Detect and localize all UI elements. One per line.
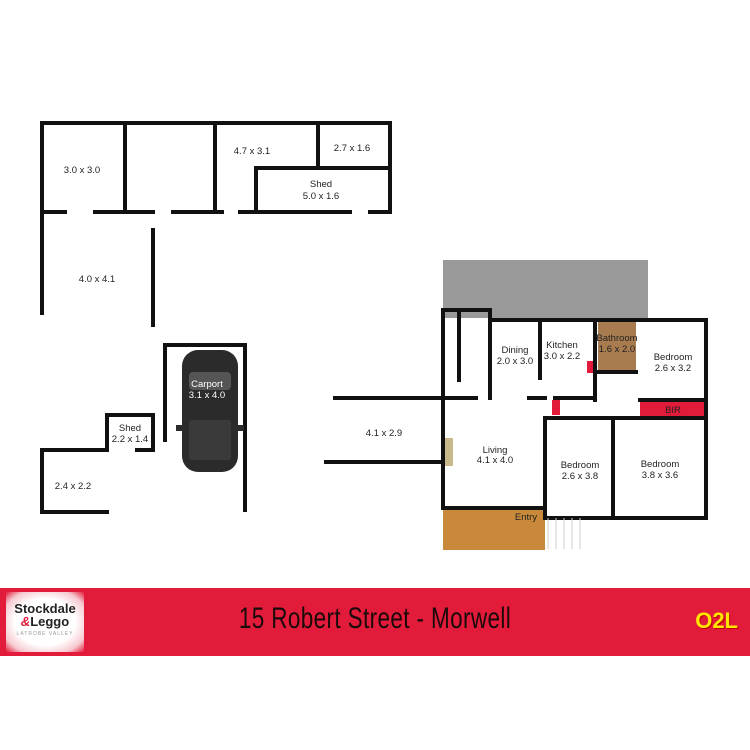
room-label: Entry — [515, 512, 537, 523]
house-walls — [441, 308, 708, 520]
room-label: BIR — [665, 405, 681, 416]
room-label: 3.1 x 4.0 — [189, 390, 225, 401]
room-label: 5.0 x 1.6 — [303, 191, 339, 202]
logo-subtext: LATROBE VALLEY — [16, 631, 74, 637]
room-label: Bedroom — [654, 352, 693, 363]
cupboard — [587, 361, 595, 373]
room-label: 3.8 x 3.6 — [642, 470, 678, 481]
logo-text: &Leggo — [20, 614, 70, 629]
room-label: 2.2 x 1.4 — [112, 434, 148, 445]
room-label: 4.1 x 2.9 — [366, 428, 402, 439]
room-label: Living — [483, 445, 508, 456]
stairs — [547, 518, 581, 549]
room-label: Bathroom — [596, 333, 637, 344]
deck — [443, 508, 545, 550]
bathroom-floor — [598, 322, 636, 372]
room-label: 1.6 x 2.0 — [599, 344, 635, 355]
room-label: Bedroom — [641, 459, 680, 470]
floor-plan: 3.0 x 3.0 4.7 x 3.1 2.7 x 1.6 Shed 5.0 x… — [40, 121, 708, 550]
room-label: 4.1 x 4.0 — [477, 455, 513, 466]
room-label: 2.6 x 3.2 — [655, 363, 691, 374]
bir-cupboard — [640, 402, 706, 417]
room-label: 2.0 x 3.0 — [497, 356, 533, 367]
room-label: 2.7 x 1.6 — [334, 143, 370, 154]
car-icon — [176, 350, 244, 472]
cupboard — [552, 400, 560, 415]
outbuilding-walls — [40, 121, 392, 327]
carport-walls — [40, 343, 447, 514]
room-label: 3.0 x 2.2 — [544, 351, 580, 362]
room-label: Kitchen — [546, 340, 578, 351]
room-label: Shed — [310, 179, 332, 190]
room-label: Bedroom — [561, 460, 600, 471]
agency-logo: Stockdale &Leggo LATROBE VALLEY — [6, 592, 84, 652]
room-label: Shed — [119, 423, 141, 434]
room-label: 3.0 x 3.0 — [64, 165, 100, 176]
room-label: 2.6 x 3.8 — [562, 471, 598, 482]
o2l-logo: O2L — [695, 608, 738, 633]
property-address: 15 Robert Street - Morwell — [238, 602, 512, 635]
logo-text: Stockdale — [14, 601, 76, 616]
room-label: 2.4 x 2.2 — [55, 481, 91, 492]
room-label: 4.7 x 3.1 — [234, 146, 270, 157]
room-label: Dining — [502, 345, 529, 356]
footer-banner: Stockdale &Leggo LATROBE VALLEY 15 Rober… — [0, 588, 750, 656]
room-label: Carport — [191, 379, 223, 390]
fireplace — [445, 438, 453, 466]
room-label: 4.0 x 4.1 — [79, 274, 115, 285]
